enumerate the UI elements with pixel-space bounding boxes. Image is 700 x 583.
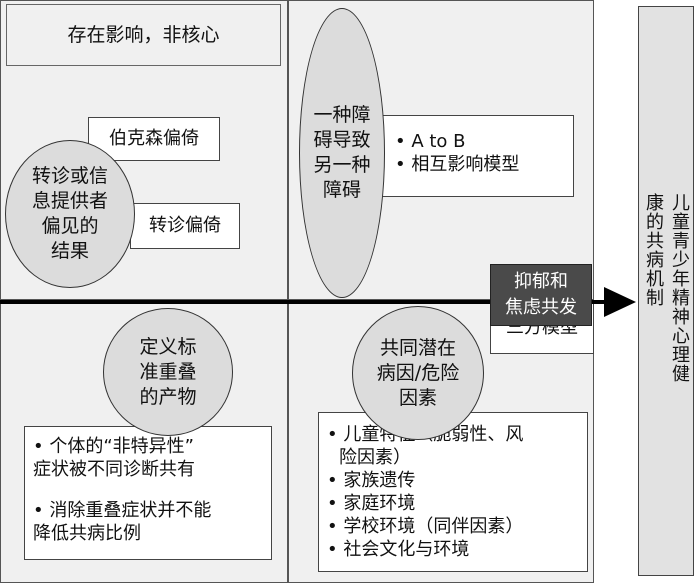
definition-item-cont: 症状被不同诊断共有 — [33, 459, 195, 480]
shared-factor-item: 社会文化与环境 — [343, 539, 470, 560]
ellipse-line: 转诊或信 — [31, 165, 108, 187]
definition-item-cont: 降低共病比例 — [33, 523, 141, 544]
berkson-bias-label: 伯克森偏倚 — [109, 128, 199, 149]
ellipse-line: 结果 — [50, 240, 89, 262]
ellipse-line: 障碍 — [322, 179, 361, 201]
center-label-line: 焦虑共发 — [505, 297, 577, 318]
model-item: 相互影响模型 — [411, 154, 520, 175]
definition-item: 消除重叠症状并不能 — [49, 500, 212, 521]
shared-factor-item-cont: 险因素） — [339, 447, 411, 468]
referral-bias-label: 转诊偏倚 — [149, 215, 221, 236]
ellipse-line: 的产物 — [139, 385, 197, 408]
bullet-icon: • — [395, 154, 412, 175]
center-label-line: 抑郁和 — [514, 271, 568, 292]
arrow-head-icon — [604, 287, 636, 317]
shared-factor-item: 学校环境（同伴因素） — [343, 516, 524, 537]
ellipse-line: 息提供者 — [31, 190, 108, 212]
ellipse-line: 偏见的 — [41, 215, 99, 237]
shared-factor-item: 家族遗传 — [343, 470, 416, 491]
shared-factor-item: 家庭环境 — [343, 493, 416, 514]
berkson-bias-box: 伯克森偏倚 — [88, 117, 220, 161]
bullet-icon: • — [327, 539, 344, 560]
mechanism-title: 儿童青少年精神心理健康的共病机制 — [643, 193, 690, 383]
ellipse-line: 准重叠 — [139, 360, 197, 383]
definition-item: 个体的“非特异性” — [49, 436, 194, 457]
ellipse-line: 一种障 — [313, 104, 371, 126]
depression-anxiety-label: 抑郁和 焦虑共发 — [490, 264, 592, 326]
bullet-icon: • — [395, 131, 412, 152]
top-left-label-box: 存在影响，非核心 — [6, 4, 281, 66]
shared-etiology-ellipse: 共同潜在 病因/危险 因素 — [352, 306, 484, 440]
ellipse-line: 碍导致 — [313, 129, 371, 151]
top-left-label: 存在影响，非核心 — [67, 24, 220, 46]
ellipse-line: 共同潜在 — [379, 336, 456, 359]
ellipse-line: 病因/危险 — [376, 361, 460, 384]
referral-bias-box: 转诊偏倚 — [130, 203, 240, 249]
mechanism-title-box: 儿童青少年精神心理健康的共病机制 — [638, 6, 694, 576]
ellipse-line: 另一种 — [313, 154, 371, 176]
ellipse-line: 定义标 — [139, 335, 197, 358]
ellipse-line: 因素 — [398, 386, 437, 409]
definition-list-box: • 个体的“非特异性” 症状被不同诊断共有 • 消除重叠症状并不能 降低共病比例 — [24, 426, 272, 560]
one-leads-to-another-ellipse: 一种障 碍导致 另一种 障碍 — [299, 8, 385, 298]
referral-bias-ellipse: 转诊或信 息提供者 偏见的 结果 — [5, 140, 135, 288]
model-item: A to B — [411, 131, 466, 152]
bullet-icon: • — [33, 436, 50, 457]
bullet-icon: • — [327, 516, 344, 537]
bullet-icon: • — [327, 424, 344, 445]
bullet-icon: • — [327, 470, 344, 491]
bullet-icon: • — [327, 493, 344, 514]
bullet-icon: • — [33, 500, 50, 521]
definition-overlap-ellipse: 定义标 准重叠 的产物 — [103, 308, 233, 436]
